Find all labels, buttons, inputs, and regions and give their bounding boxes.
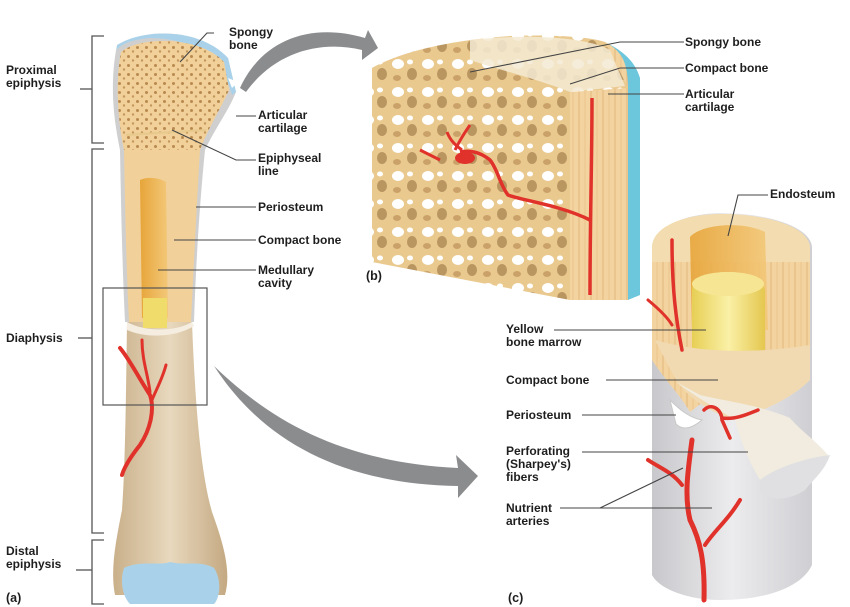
panel-label-b: (b)	[366, 269, 382, 283]
label-perforating-fibers: Perforating (Sharpey's) fibers	[506, 444, 571, 484]
long-bone	[76, 33, 238, 605]
diaphysis-shaft	[113, 322, 228, 595]
arrow-to-panel-b	[240, 30, 378, 92]
detail-box	[102, 287, 208, 406]
articular-cartilage	[117, 33, 236, 95]
leader-lines-b	[469, 41, 684, 95]
label-distal-epiphysis: Distal epiphysis	[6, 544, 62, 571]
label-articular-cartilage-a: Articular cartilage	[258, 108, 308, 135]
label-spongy-bone-b: Spongy bone	[685, 35, 761, 49]
label-nutrient-arteries: Nutrient arteries	[506, 501, 552, 528]
label-compact-bone-c: Compact bone	[506, 373, 590, 387]
yellow-bone-marrow-cylinder	[692, 272, 765, 365]
label-compact-bone-b: Compact bone	[685, 61, 769, 75]
spongy-bone-block	[372, 35, 640, 301]
panel-label-c: (c)	[508, 591, 524, 605]
label-medullary-cavity: Medullary cavity	[258, 263, 315, 290]
diaphysis-bracket	[91, 148, 104, 534]
label-epiphyseal-line: Epiphyseal line	[258, 151, 322, 178]
distal-articular-cartilage	[122, 562, 220, 604]
label-yellow-bone-marrow: Yellow bone marrow	[506, 322, 582, 349]
arrow-to-panel-c	[214, 366, 478, 498]
medullary-cavity	[140, 177, 168, 318]
label-spongy-bone-a: Spongy bone	[229, 25, 273, 52]
proximal-epiphysis-bracket	[91, 35, 104, 144]
label-articular-cartilage-b: Articular cartilage	[685, 87, 735, 114]
leader-lines-c	[554, 194, 768, 509]
cut-surface	[127, 322, 194, 336]
leader-lines-a	[158, 32, 256, 271]
label-periosteum-c: Periosteum	[506, 408, 572, 422]
panel-label-a: (a)	[6, 591, 22, 605]
label-endosteum: Endosteum	[770, 187, 836, 201]
marrow-cylinder	[143, 298, 167, 328]
label-diaphysis: Diaphysis	[6, 331, 63, 345]
nutrient-artery-a	[118, 346, 154, 477]
label-proximal-epiphysis: Proximal epiphysis	[6, 63, 62, 90]
nutrient-artery-c	[684, 437, 707, 603]
epiphyseal-line	[125, 129, 207, 136]
label-periosteum-a: Periosteum	[258, 200, 324, 214]
diaphysis-section	[646, 213, 830, 603]
distal-epiphysis-bracket	[91, 539, 104, 605]
label-compact-bone-a: Compact bone	[258, 233, 342, 247]
